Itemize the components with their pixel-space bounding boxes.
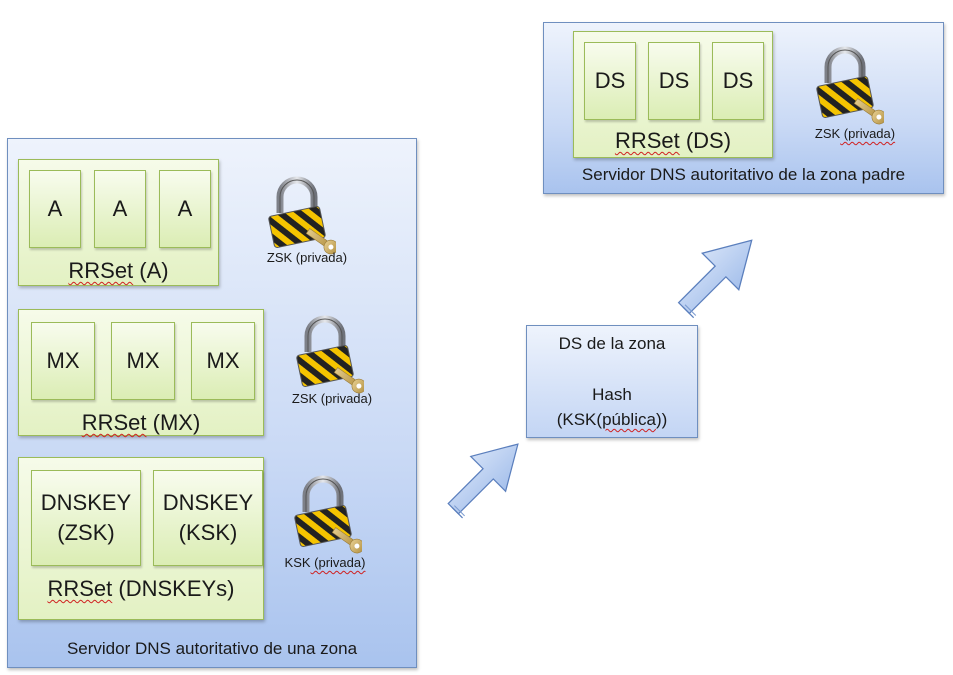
record-dnskey-ksk: DNSKEY (KSK) [153,470,263,566]
padlock-key-icon [266,175,336,255]
padlock-key-icon [814,45,884,125]
record-a: A [94,170,146,248]
ds-box-ksk: (KSK(pública)) [556,410,668,429]
record-a: A [159,170,211,248]
block-arrow-icon [677,239,753,319]
record-ds: DS [712,42,764,120]
record-ds: DS [584,42,636,120]
record-ds: DS [648,42,700,120]
rrset-ds: DS DS DS RRSet (DS) [573,31,773,158]
zone-server: A A A RRSet (A) ZSK (privada) MX MX MX R… [7,138,417,668]
key-label: ZSK (privada) [291,391,373,406]
key-label: ZSK (privada) [266,250,348,265]
key-label: ZSK (privada) [814,126,896,141]
rrset-label: RRSet (A) [68,258,169,283]
record-a: A [29,170,81,248]
rrset-a: A A A RRSet (A) [18,159,219,286]
ds-box-hash: Hash [592,385,632,404]
record-mx: MX [31,322,95,400]
padlock-key-icon [294,314,364,394]
rrset-label: RRSet (DS) [614,128,732,153]
record-mx: MX [111,322,175,400]
ds-box-title: DS de la zona [558,334,666,353]
parent-server-label: Servidor DNS autoritativo de la zona pad… [581,165,906,184]
ds-hash-box: DS de la zona Hash (KSK(pública)) [526,325,698,438]
rrset-mx: MX MX MX RRSet (MX) [18,309,264,436]
zone-server-label: Servidor DNS autoritativo de una zona [66,639,358,658]
rrset-label: RRSet (DNSKEYs) [47,576,235,601]
rrset-dnskeys: DNSKEY (ZSK) DNSKEY (KSK) RRSet (DNSKEYs… [18,457,264,620]
padlock-key-icon [292,474,362,554]
block-arrow-icon [447,443,519,519]
record-dnskey-zsk: DNSKEY (ZSK) [31,470,141,566]
parent-server: DS DS DS RRSet (DS) ZSK (privada) Servid… [543,22,944,194]
record-mx: MX [191,322,255,400]
key-label: KSK (privada) [284,555,366,570]
rrset-label: RRSet (MX) [81,410,201,435]
